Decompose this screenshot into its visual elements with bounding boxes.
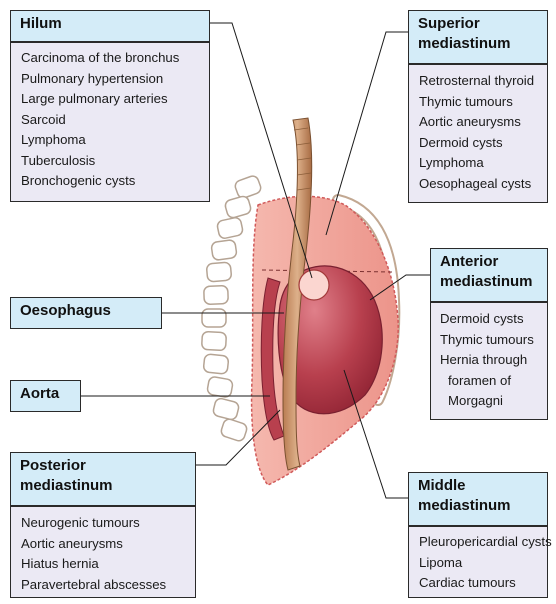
list-item: Lymphoma [419, 153, 534, 174]
aorta-label: Aorta [10, 380, 81, 412]
list-item: Bronchogenic cysts [21, 171, 179, 192]
middle-title-line2: mediastinum [418, 496, 538, 516]
list-item: Neurogenic tumours [21, 513, 166, 534]
posterior-header: Posterior mediastinum [10, 452, 196, 506]
list-item: Hernia through [440, 350, 534, 371]
list-item: Thymic tumours [419, 92, 534, 113]
list-item: Aortic aneurysms [21, 534, 166, 555]
posterior-title-line2: mediastinum [20, 476, 186, 496]
list-item: Pulmonary hypertension [21, 69, 179, 90]
hilum-list: Carcinoma of the bronchus Pulmonary hype… [21, 48, 179, 192]
superior-list: Retrosternal thyroid Thymic tumours Aort… [419, 71, 534, 194]
superior-title-line1: Superior [418, 14, 538, 34]
middle-header: Middle mediastinum [408, 472, 548, 526]
posterior-list: Neurogenic tumours Aortic aneurysms Hiat… [21, 513, 166, 595]
list-item: Oesophageal cysts [419, 174, 534, 195]
anterior-title-line2: mediastinum [440, 272, 538, 292]
aorta-title: Aorta [20, 385, 59, 402]
list-item: foramen of [440, 371, 534, 392]
middle-list: Pleuropericardial cysts Lipoma Cardiac t… [419, 532, 552, 594]
list-item: Lymphoma [21, 130, 179, 151]
list-item: Sarcoid [21, 110, 179, 131]
list-item: Tuberculosis [21, 151, 179, 172]
hilum-header: Hilum [10, 10, 210, 42]
middle-title-line1: Middle [418, 476, 538, 496]
oesophagus-label: Oesophagus [10, 297, 162, 329]
posterior-title-line1: Posterior [20, 456, 186, 476]
list-item: Retrosternal thyroid [419, 71, 534, 92]
anterior-list: Dermoid cysts Thymic tumours Hernia thro… [440, 309, 534, 412]
list-item: Carcinoma of the bronchus [21, 48, 179, 69]
list-item: Pleuropericardial cysts [419, 532, 552, 553]
list-item: Morgagni [440, 391, 534, 412]
list-item: Dermoid cysts [419, 133, 534, 154]
hilum-title: Hilum [20, 15, 62, 32]
list-item: Hiatus hernia [21, 554, 166, 575]
list-item: Large pulmonary arteries [21, 89, 179, 110]
list-item: Paravertebral abscesses [21, 575, 166, 596]
list-item: Aortic aneurysms [419, 112, 534, 133]
list-item: Dermoid cysts [440, 309, 534, 330]
superior-header: Superior mediastinum [408, 10, 548, 64]
oesophagus-title: Oesophagus [20, 302, 111, 319]
list-item: Thymic tumours [440, 330, 534, 351]
superior-title-line2: mediastinum [418, 34, 538, 54]
anterior-header: Anterior mediastinum [430, 248, 548, 302]
hilum-region [299, 270, 329, 300]
list-item: Lipoma [419, 553, 552, 574]
anterior-title-line1: Anterior [440, 252, 538, 272]
list-item: Cardiac tumours [419, 573, 552, 594]
